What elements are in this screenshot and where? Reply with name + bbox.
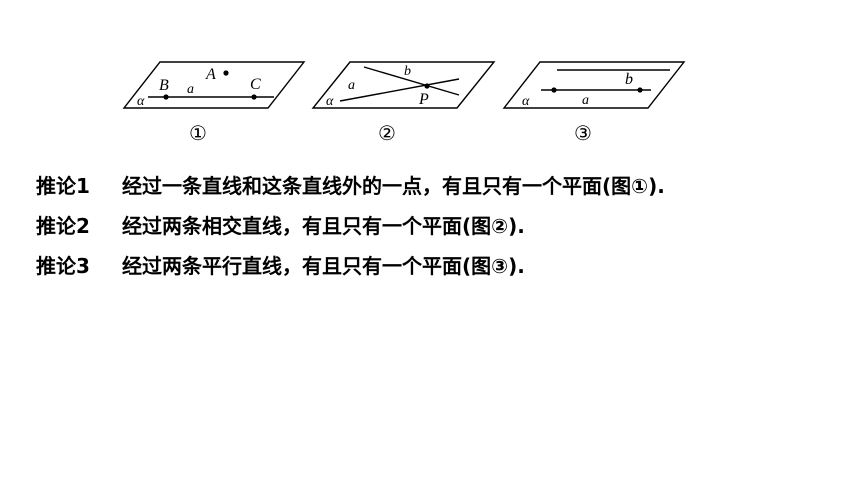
label-b-1: B [159, 77, 169, 94]
corollary-text: 经过两条相交直线，有且只有一个平面(图②). [122, 214, 525, 238]
point-c-dot [251, 94, 257, 100]
label-plane-2: α [326, 94, 334, 109]
line-b-2 [363, 66, 460, 96]
point-p-dot [424, 83, 430, 89]
plane-3 [502, 61, 686, 109]
plane-2 [311, 61, 496, 109]
corollary-list: 推论1 经过一条直线和这条直线外的一点，有且只有一个平面(图①). 推论2 经过两条… [36, 166, 836, 286]
point-a-dot [223, 70, 229, 76]
point-b-dot [163, 94, 169, 100]
caption-1: ① [189, 123, 207, 145]
label-line-1: a [187, 82, 194, 97]
line-a-2 [339, 78, 460, 102]
line-a-dot-left [551, 87, 557, 93]
label-a-2: a [348, 78, 355, 93]
figure-2: a b P α ② [311, 61, 496, 145]
line-a-dot-right [637, 87, 643, 93]
corollary-text: 经过一条直线和这条直线外的一点，有且只有一个平面(图①). [122, 174, 665, 198]
corollary-3: 推论3 经过两条平行直线，有且只有一个平面(图③). [36, 246, 836, 286]
label-plane-3: α [522, 94, 530, 109]
corollary-label: 推论2 [36, 214, 90, 238]
label-a-3: a [582, 93, 589, 108]
plane-1 [122, 61, 306, 109]
figure-3: b a α ③ [502, 61, 686, 145]
figures-row: B C A a α ① a b P α ② b a α [0, 0, 860, 150]
label-p-2: P [418, 91, 429, 108]
label-a-point-1: A [205, 66, 216, 83]
caption-3: ③ [574, 123, 592, 145]
caption-2: ② [378, 123, 396, 145]
corollary-2: 推论2 经过两条相交直线，有且只有一个平面(图②). [36, 206, 836, 246]
corollary-text: 经过两条平行直线，有且只有一个平面(图③). [122, 254, 525, 278]
corollary-label: 推论3 [36, 254, 90, 278]
label-b-3: b [625, 71, 633, 88]
geometry-figures: B C A a α ① a b P α ② b a α [122, 61, 686, 145]
figure-1: B C A a α ① [122, 61, 306, 145]
label-plane-1: α [137, 94, 145, 109]
corollary-label: 推论1 [36, 174, 90, 198]
label-c-1: C [250, 76, 261, 93]
corollary-1: 推论1 经过一条直线和这条直线外的一点，有且只有一个平面(图①). [36, 166, 836, 206]
label-b-2: b [404, 64, 411, 79]
